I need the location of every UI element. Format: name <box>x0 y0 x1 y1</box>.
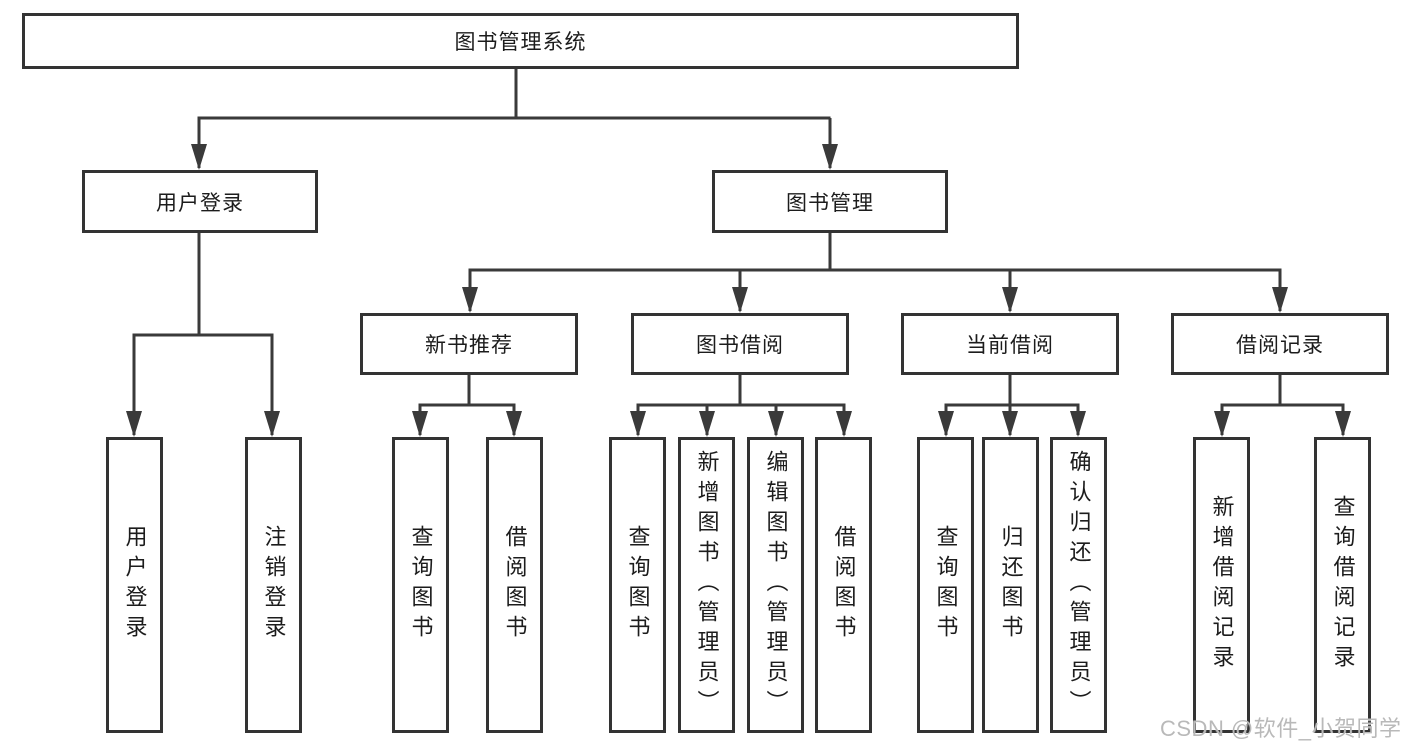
leaf-borrow-book-1: 借阅图书 <box>486 437 543 733</box>
node-label: 图书管理系统 <box>454 31 587 54</box>
leaf-edit-book-admin: 编辑图书（管理员） <box>747 437 804 733</box>
node-label: 新书推荐 <box>425 334 513 357</box>
connector-current-borrow-to-leaves <box>944 375 1080 435</box>
node-book-borrow: 图书借阅 <box>631 313 849 375</box>
connector-user-login-to-leaves <box>132 233 274 435</box>
leaf-add-book-admin: 新增图书（管理员） <box>678 437 735 733</box>
node-label: 借阅记录 <box>1236 334 1324 357</box>
leaf-user-login: 用户登录 <box>106 437 163 733</box>
leaf-query-borrow-record: 查询借阅记录 <box>1314 437 1371 733</box>
arrowhead <box>768 411 784 437</box>
node-label: 确认归还（管理员） <box>1066 450 1092 720</box>
connector-borrow-record-to-leaves <box>1220 375 1345 435</box>
arrowhead <box>836 411 852 437</box>
leaf-query-book-3: 查询图书 <box>917 437 974 733</box>
node-label: 新增图书（管理员） <box>694 450 720 720</box>
leaf-query-book-2: 查询图书 <box>609 437 666 733</box>
csdn-watermark: CSDN @软件_小贺同学 <box>1160 716 1402 741</box>
node-label: 查询图书 <box>408 525 434 645</box>
node-label: 查询借阅记录 <box>1330 495 1356 675</box>
node-label: 用户登录 <box>122 525 148 645</box>
node-borrow-record: 借阅记录 <box>1171 313 1389 375</box>
arrowhead <box>1002 287 1018 313</box>
node-label: 查询图书 <box>933 525 959 645</box>
node-label: 图书借阅 <box>696 334 784 357</box>
arrowhead <box>506 411 522 437</box>
node-label: 用户登录 <box>156 191 244 215</box>
leaf-query-book-1: 查询图书 <box>392 437 449 733</box>
arrowhead <box>191 144 207 170</box>
arrowhead <box>732 287 748 313</box>
arrowhead <box>1272 287 1288 313</box>
arrowhead <box>1070 411 1086 437</box>
node-label: 新增借阅记录 <box>1209 495 1235 675</box>
arrowhead <box>1335 411 1351 437</box>
arrowhead <box>699 411 715 437</box>
leaf-borrow-book-2: 借阅图书 <box>815 437 872 733</box>
leaf-confirm-return-admin: 确认归还（管理员） <box>1050 437 1107 733</box>
node-label: 借阅图书 <box>831 525 857 645</box>
arrowhead <box>264 411 280 437</box>
arrowhead <box>1002 411 1018 437</box>
leaf-return-book: 归还图书 <box>982 437 1039 733</box>
arrowhead <box>938 411 954 437</box>
node-label: 图书管理 <box>786 191 874 215</box>
connector-book-borrow-to-leaves <box>636 375 846 435</box>
arrowhead <box>462 287 478 313</box>
leaf-logout: 注销登录 <box>245 437 302 733</box>
node-label: 当前借阅 <box>966 334 1054 357</box>
node-library-management-system: 图书管理系统 <box>22 13 1019 69</box>
node-new-book-recommend: 新书推荐 <box>360 313 578 375</box>
connector-new-book-to-leaves <box>418 375 516 435</box>
node-label: 注销登录 <box>261 525 287 645</box>
arrowhead <box>126 411 142 437</box>
node-label: 查询图书 <box>625 525 651 645</box>
node-book-management: 图书管理 <box>712 170 948 233</box>
connector-root-to-level2 <box>197 68 832 168</box>
leaf-add-borrow-record: 新增借阅记录 <box>1193 437 1250 733</box>
arrowhead <box>822 144 838 170</box>
node-label: 借阅图书 <box>502 525 528 645</box>
node-label: 编辑图书（管理员） <box>763 450 789 720</box>
node-label: 归还图书 <box>998 525 1024 645</box>
connector-book-management-to-level3 <box>468 233 1282 311</box>
node-user-login: 用户登录 <box>82 170 318 233</box>
node-current-borrow: 当前借阅 <box>901 313 1119 375</box>
arrowhead <box>1214 411 1230 437</box>
arrowhead <box>630 411 646 437</box>
arrowhead <box>412 411 428 437</box>
